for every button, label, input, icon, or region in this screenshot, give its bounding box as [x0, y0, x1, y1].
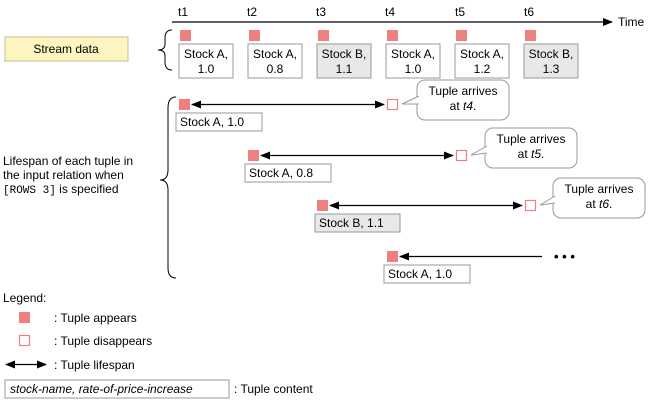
- legend-title: Legend:: [3, 291, 46, 305]
- legend-content-box: [4, 379, 230, 399]
- tuple-disappear-marker: [455, 149, 468, 162]
- tuple-label: Stock A, 1.0: [388, 267, 452, 281]
- tuple-appear-marker: [249, 30, 260, 41]
- tuple-name: Stock A,: [184, 47, 228, 61]
- tuple-name: Stock A,: [391, 47, 435, 61]
- tuple-disappear-marker: [524, 199, 537, 212]
- lifespan-row: • • • Stock A, 1.0: [383, 249, 575, 284]
- tuple-appear-marker: [180, 30, 191, 41]
- tuple-content-box: [178, 43, 234, 79]
- tuple-content-box: [316, 43, 372, 79]
- tuple-appear-marker: [317, 200, 328, 211]
- tuple-appear-marker: [387, 30, 398, 41]
- stream-item: Stock B, 1.1: [316, 30, 372, 79]
- lifespan-row: Stock B, 1.1 Tuple arrives at t6.: [314, 177, 646, 233]
- stream-brace: [157, 29, 173, 71]
- lifespan-brace: [159, 96, 177, 279]
- tuple-content-box: [247, 43, 303, 79]
- tuple-value: 1.3: [543, 62, 560, 76]
- lifespan-label-line1: Lifespan of each tuple in: [3, 154, 133, 168]
- legend: Legend: : Tuple appears : Tuple disappea…: [3, 291, 313, 399]
- callout-line2: at t4.: [450, 99, 477, 113]
- ellipsis: • • •: [554, 249, 575, 264]
- tuple-name: Stock B,: [322, 47, 367, 61]
- callout-line1: Tuple arrives: [429, 84, 498, 98]
- callout-line2: at t5.: [518, 147, 545, 161]
- arrival-callout: Tuple arrives at t6.: [539, 177, 646, 219]
- tick-label-t2: t2: [247, 5, 257, 19]
- lifespan-label-line3: [ROWS 3] is specified: [3, 182, 119, 197]
- lifespan-label-rest: is specified: [56, 182, 119, 196]
- lifespan-row: Stock A, 1.0 Tuple arrives at t4.: [175, 79, 510, 132]
- tuple-name: Stock A,: [460, 47, 504, 61]
- legend-disappear-marker: [18, 334, 31, 347]
- lifespan-label-line2: the input relation when: [3, 168, 124, 182]
- rows-code: [ROWS 3]: [3, 185, 56, 197]
- tick-label-t3: t3: [316, 5, 326, 19]
- lifespan-row: Stock A, 0.8 Tuple arrives at t5.: [244, 127, 578, 183]
- legend-lifespan-text: : Tuple lifespan: [54, 358, 135, 372]
- tuple-appear-marker: [456, 30, 467, 41]
- callout-line2: at t6.: [586, 197, 613, 211]
- legend-content-example: stock-name, rate-of-price-increase: [10, 382, 193, 396]
- tuple-value: 1.2: [474, 62, 491, 76]
- arrival-callout: Tuple arrives at t5.: [470, 127, 578, 169]
- tuple-name: Stock B,: [529, 47, 574, 61]
- tuple-value: 1.1: [336, 62, 353, 76]
- tuple-name: Stock A,: [253, 47, 297, 61]
- callout-line1: Tuple arrives: [565, 182, 634, 196]
- stream-item: Stock A, 0.8: [247, 30, 303, 79]
- tuple-appear-marker: [179, 99, 190, 110]
- tuple-appear-marker: [387, 251, 398, 262]
- stream-item: Stock A, 1.2: [454, 30, 510, 79]
- tick-label-t5: t5: [455, 5, 465, 19]
- tuple-content-box: [314, 213, 401, 233]
- tuple-content-box: [175, 112, 263, 132]
- legend-content-text: : Tuple content: [234, 382, 313, 396]
- tuple-appear-marker: [525, 30, 536, 41]
- stream-item: Stock A, 1.0: [385, 30, 441, 79]
- tuple-value: 0.8: [267, 62, 284, 76]
- stream-item: Stock A, 1.0: [178, 30, 234, 79]
- tuple-disappear-marker: [386, 98, 399, 111]
- tuple-content-box: [383, 264, 471, 284]
- tuple-appear-marker: [318, 30, 329, 41]
- stream-item: Stock B, 1.3: [523, 30, 579, 79]
- tuple-value: 1.0: [405, 62, 422, 76]
- tuple-content-box: [454, 43, 510, 79]
- tuple-appear-marker: [248, 150, 259, 161]
- tick-label-t1: t1: [178, 5, 188, 19]
- tuple-value: 1.0: [198, 62, 215, 76]
- tuple-content-box: [385, 43, 441, 79]
- legend-appear-text: : Tuple appears: [54, 311, 137, 325]
- stream-items: Stock A, 1.0 Stock A, 0.8 Stock B, 1.1 S…: [178, 30, 579, 79]
- time-ticks: t1 t2 t3 t4 t5 t6: [178, 5, 534, 19]
- arrival-callout: Tuple arrives at t4.: [401, 79, 510, 121]
- tuple-content-box: [523, 43, 579, 79]
- tuple-label: Stock A, 0.8: [249, 166, 313, 180]
- callout-line1: Tuple arrives: [497, 132, 566, 146]
- stream-data-label-box: [4, 36, 129, 62]
- tick-label-t4: t4: [385, 5, 395, 19]
- tuple-label: Stock B, 1.1: [319, 216, 384, 230]
- tuple-content-box: [244, 163, 332, 183]
- legend-appear-marker: [19, 312, 30, 323]
- tuple-label: Stock A, 1.0: [180, 115, 244, 129]
- time-axis-label: Time: [618, 15, 645, 29]
- legend-disappear-text: : Tuple disappears: [54, 334, 152, 348]
- tick-label-t6: t6: [524, 5, 534, 19]
- stream-data-label: Stream data: [33, 42, 99, 56]
